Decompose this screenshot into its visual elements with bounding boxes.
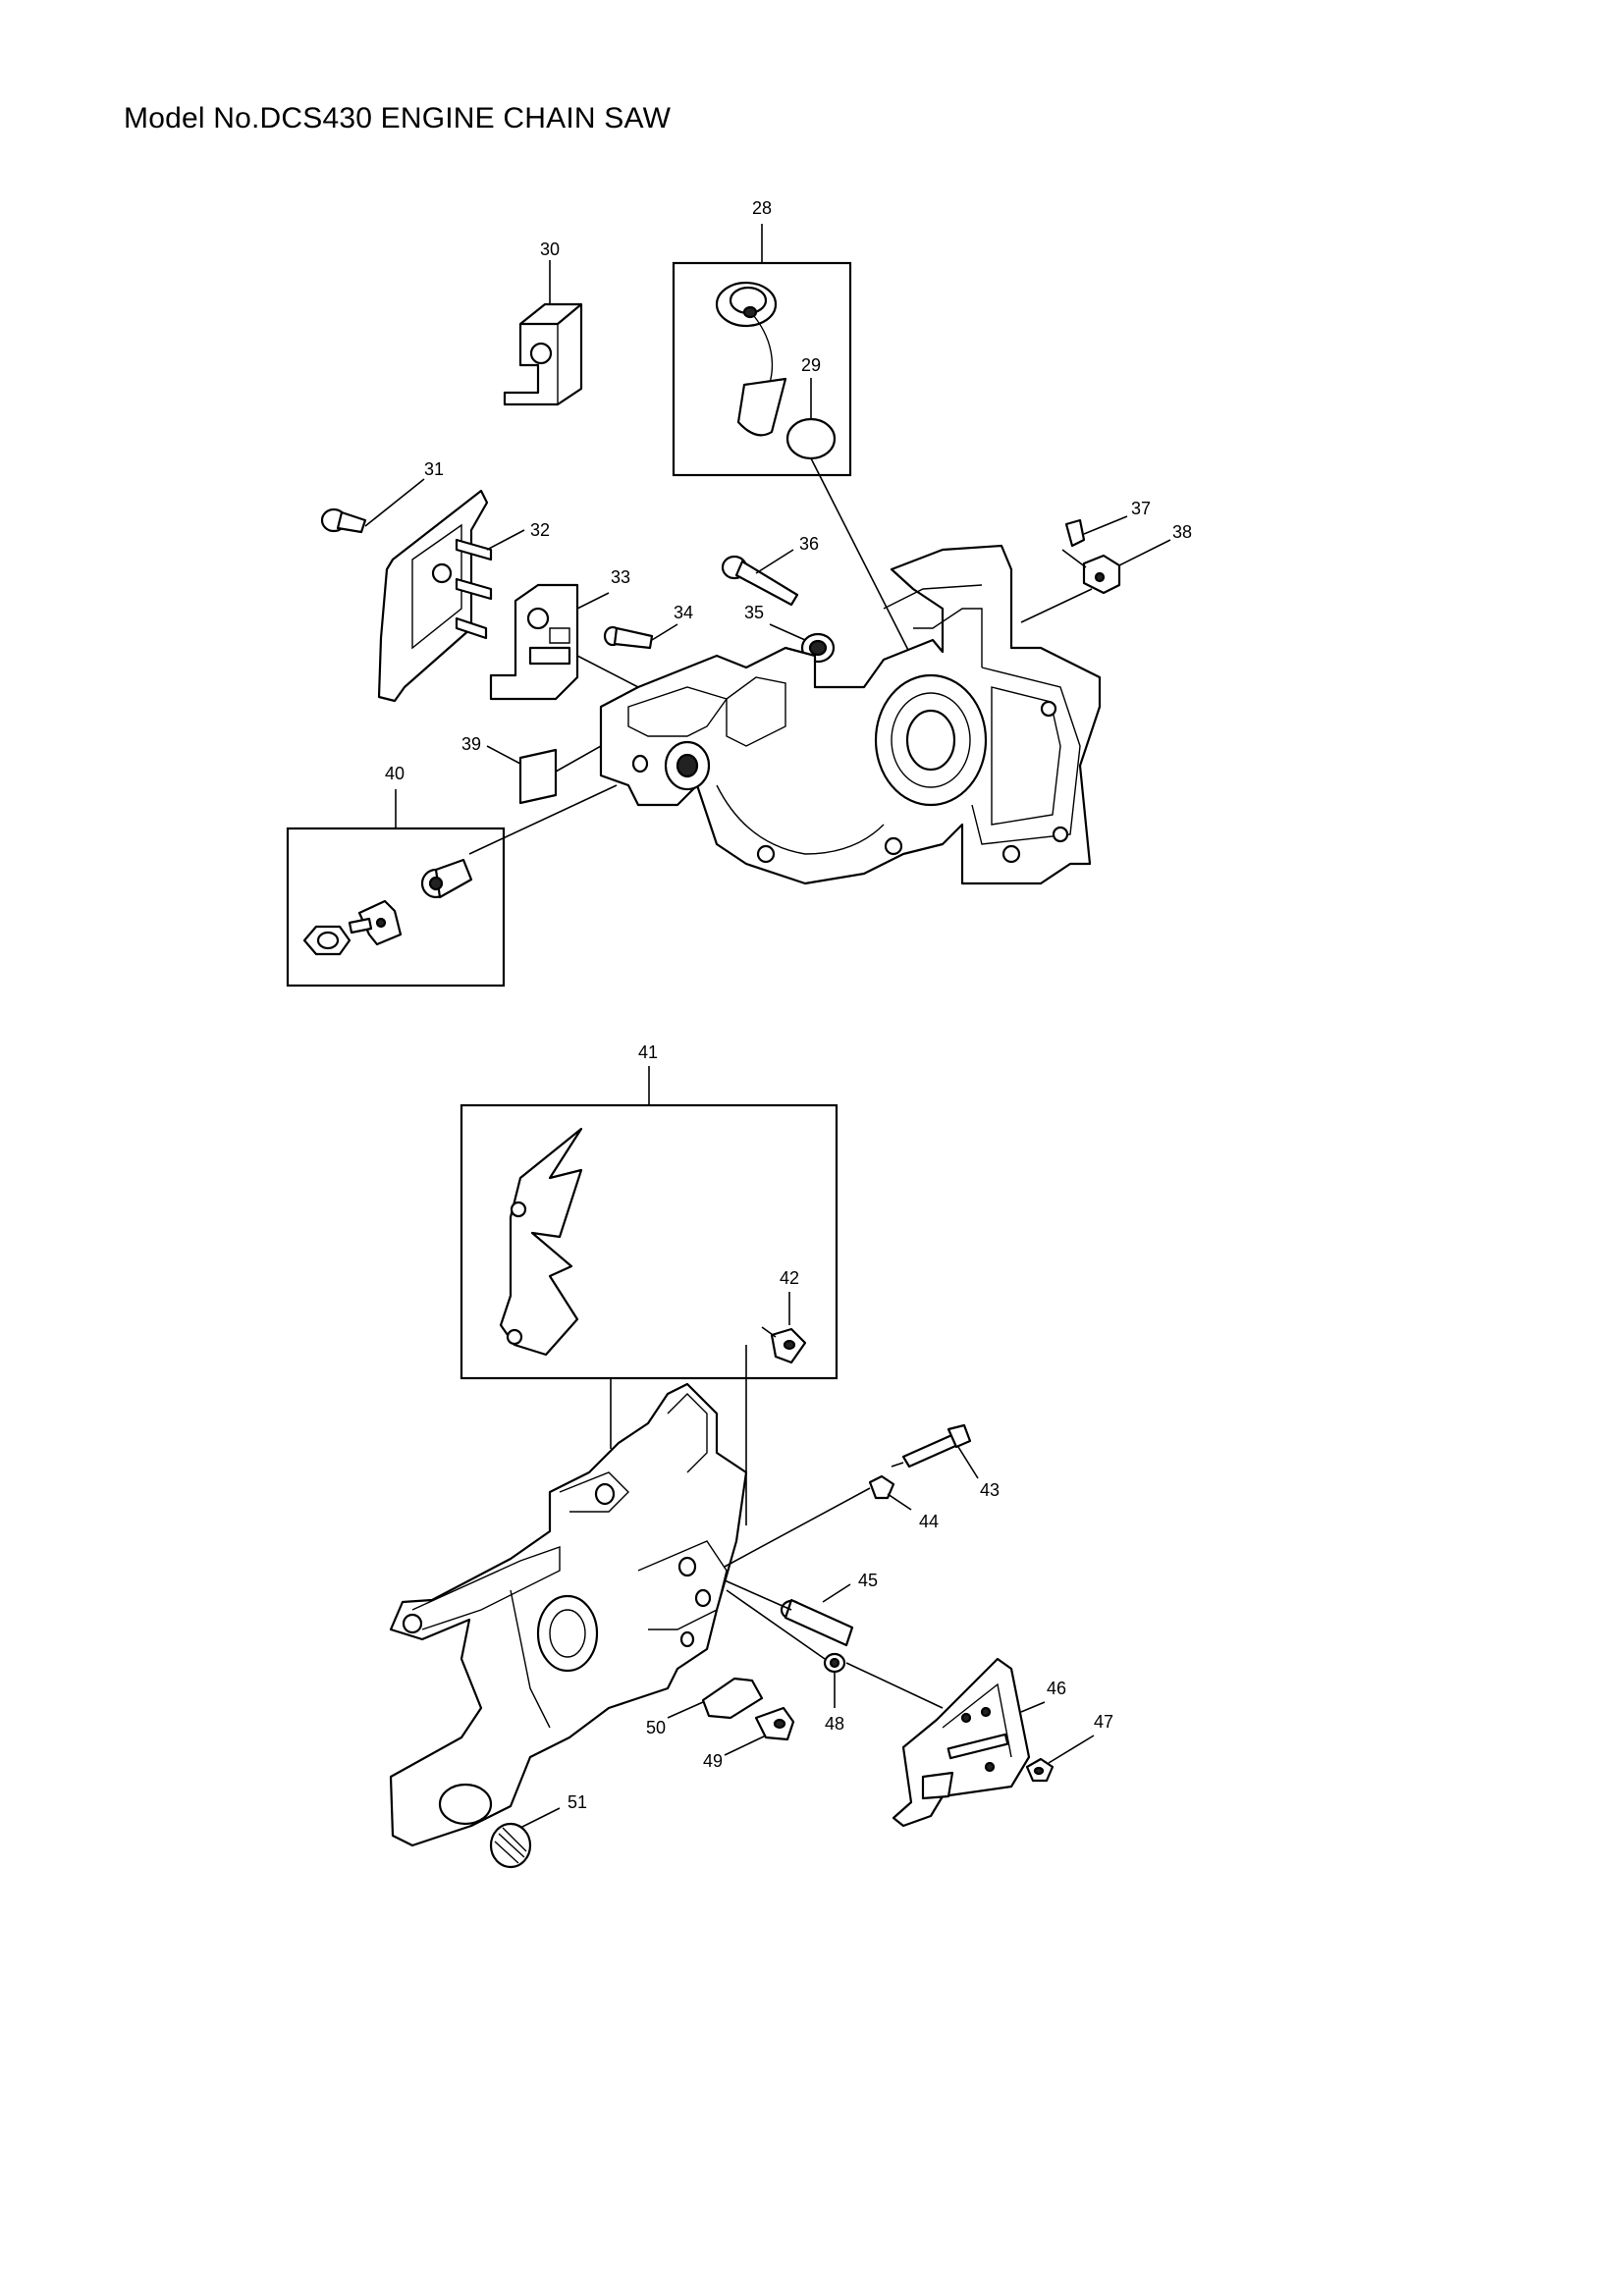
part-label-28: 28 bbox=[752, 198, 772, 218]
screw-part-42[interactable] bbox=[770, 1327, 807, 1364]
chain-plate-part-46[interactable] bbox=[892, 1657, 1031, 1828]
part-label-33: 33 bbox=[611, 567, 630, 587]
bolt-part-43[interactable] bbox=[901, 1423, 972, 1468]
part-label-38: 38 bbox=[1172, 522, 1192, 542]
bushing-part-35[interactable] bbox=[800, 632, 836, 664]
washer-part-48[interactable] bbox=[823, 1652, 846, 1674]
part-label-44: 44 bbox=[919, 1512, 939, 1531]
bolt-part-36[interactable] bbox=[721, 555, 799, 607]
part-label-45: 45 bbox=[858, 1571, 878, 1590]
housing-body bbox=[389, 1382, 748, 1847]
plug-part-51[interactable] bbox=[489, 1822, 532, 1869]
part-label-29: 29 bbox=[801, 355, 821, 375]
part-label-30: 30 bbox=[540, 240, 560, 259]
part-label-49: 49 bbox=[703, 1751, 723, 1771]
part-label-43: 43 bbox=[980, 1480, 1000, 1500]
part-label-35: 35 bbox=[744, 603, 764, 622]
bolt-part-31[interactable] bbox=[320, 507, 367, 534]
fuel-cap-part[interactable] bbox=[715, 281, 787, 437]
part-label-47: 47 bbox=[1094, 1712, 1113, 1732]
part-label-39: 39 bbox=[461, 734, 481, 754]
screw-part-49[interactable] bbox=[754, 1706, 795, 1741]
cover-part-32[interactable] bbox=[377, 489, 493, 703]
part-label-31: 31 bbox=[424, 459, 444, 479]
gasket-part-39[interactable] bbox=[518, 748, 558, 805]
nut-part[interactable] bbox=[302, 925, 352, 956]
part-label-37: 37 bbox=[1131, 499, 1151, 518]
nut-part-44[interactable] bbox=[868, 1474, 895, 1500]
gasket-part[interactable] bbox=[785, 417, 837, 460]
part-label-32: 32 bbox=[530, 520, 550, 540]
part-label-42: 42 bbox=[780, 1268, 799, 1288]
crankcase-body bbox=[599, 544, 1102, 885]
part-label-48: 48 bbox=[825, 1714, 844, 1734]
plate-part-33[interactable] bbox=[489, 583, 579, 701]
part-label-46: 46 bbox=[1047, 1679, 1066, 1698]
screw-part-34[interactable] bbox=[603, 625, 654, 650]
part-label-40: 40 bbox=[385, 764, 405, 783]
adjuster-part[interactable] bbox=[348, 899, 403, 946]
clip-part-37[interactable] bbox=[1064, 518, 1086, 548]
part-label-36: 36 bbox=[799, 534, 819, 554]
bracket-part-38[interactable] bbox=[1082, 554, 1121, 595]
part-label-34: 34 bbox=[674, 603, 693, 622]
part-label-41: 41 bbox=[638, 1042, 658, 1062]
spike-part-41[interactable] bbox=[499, 1127, 583, 1357]
part-label-51: 51 bbox=[568, 1792, 587, 1812]
screw-part-47[interactable] bbox=[1025, 1757, 1055, 1783]
part-label-50: 50 bbox=[646, 1718, 666, 1737]
page-title: Model No.DCS430 ENGINE CHAIN SAW bbox=[124, 102, 672, 134]
clip-part-50[interactable] bbox=[701, 1677, 764, 1720]
kit-box-40 bbox=[286, 827, 506, 988]
block-part-30[interactable] bbox=[503, 302, 583, 406]
stud-part-45[interactable] bbox=[780, 1598, 854, 1647]
sleeve-part[interactable] bbox=[420, 858, 473, 899]
